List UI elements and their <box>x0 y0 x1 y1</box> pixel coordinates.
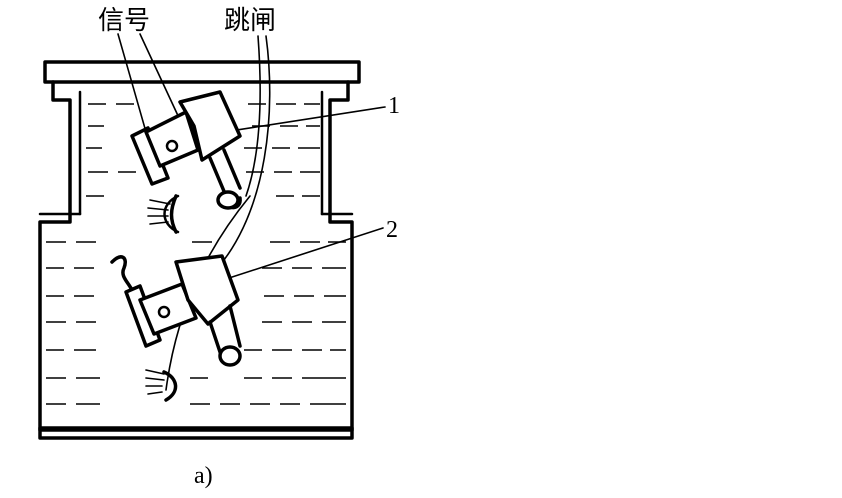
figure-caption: a) <box>194 463 213 489</box>
upper-float-assembly <box>130 90 242 234</box>
lower-baffle-assembly <box>110 254 242 402</box>
trip-label: 跳闸 <box>224 6 277 36</box>
marker-1-label: 1 <box>388 93 400 119</box>
relay-housing <box>38 60 361 440</box>
marker-2-label: 2 <box>386 217 398 243</box>
oil-lines <box>46 103 346 405</box>
signal-label: 信号 <box>98 6 151 36</box>
